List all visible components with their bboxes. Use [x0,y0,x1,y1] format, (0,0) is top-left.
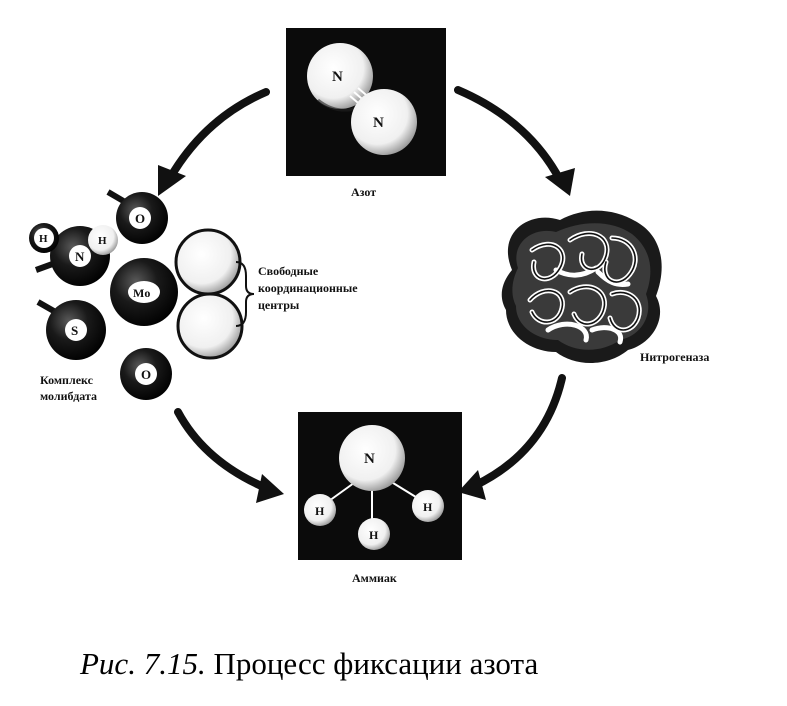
hydrogen-atom-complex-2 [88,225,118,255]
ammonia-hydrogen-1-label: H [315,504,325,518]
arrowhead-nitrogen-to-nitrogenase [545,168,575,196]
nitrogen-gas-label: Азот [351,185,376,199]
hydrogen-atom-complex-1-label: H [39,233,48,245]
free-centers-label-line3: центры [258,298,300,312]
ammonia-hydrogen-atom-1 [304,494,336,526]
arrowhead-nitrogenase-to-ammonia [458,470,486,500]
arrow-nitrogen-to-complex [166,88,270,182]
complex-label-line2: молибдата [40,389,97,403]
ammonia-nitrogen-atom [339,425,405,491]
free-centers-label-line2: координационные [258,281,358,295]
nitrogen-atom-complex-label: N [75,249,85,264]
oxygen-atom-bottom-label: O [141,367,151,382]
ammonia-hydrogen-2-label: H [369,528,379,542]
nitrogen-atom-2-label: N [373,115,384,131]
ammonia-hydrogen-atom-2 [358,518,390,550]
cycle-arrows [158,86,575,503]
ammonia-panel: N H H H [298,412,462,560]
molybdenum-atom-label: Mo [133,286,150,300]
arrowhead-nitrogen-to-complex [158,165,186,196]
figure-title: Процесс фиксации азота [213,646,539,681]
figure-caption: Рис. 7.15. Процесс фиксации азота [80,646,538,682]
ammonia-label: Аммиак [352,571,397,585]
nitrogen-gas-panel: N N [286,28,446,176]
arrow-nitrogen-to-nitrogenase [454,86,564,184]
molybdate-complex: O N H H S O Mo [29,189,255,400]
nitrogen-atom-2 [351,89,417,155]
free-centers-label-line1: Свободные [258,264,319,278]
sulfur-atom-label: S [71,323,78,338]
figure-number: Рис. 7.15. [80,646,206,681]
free-centers-brace [235,261,255,327]
ammonia-hydrogen-atom-3 [412,490,444,522]
ammonia-nitrogen-label: N [364,451,375,467]
ammonia-hydrogen-3-label: H [423,500,433,514]
oxygen-atom-top-label: O [135,211,145,226]
complex-label-line1: Комплекс [40,373,94,387]
nitrogen-atom-1 [307,43,373,109]
hydrogen-atom-complex-2-label: H [98,235,107,247]
arrow-nitrogenase-to-ammonia [470,374,566,490]
free-center-sphere-2 [176,292,244,360]
nitrogen-atom-1-label: N [332,69,343,85]
nitrogenase-label: Нитрогеназа [640,350,709,364]
free-center-sphere-1 [174,228,242,296]
arrowhead-complex-to-ammonia [256,474,284,503]
nitrogenase-protein [501,210,662,363]
arrow-complex-to-ammonia [174,408,270,492]
